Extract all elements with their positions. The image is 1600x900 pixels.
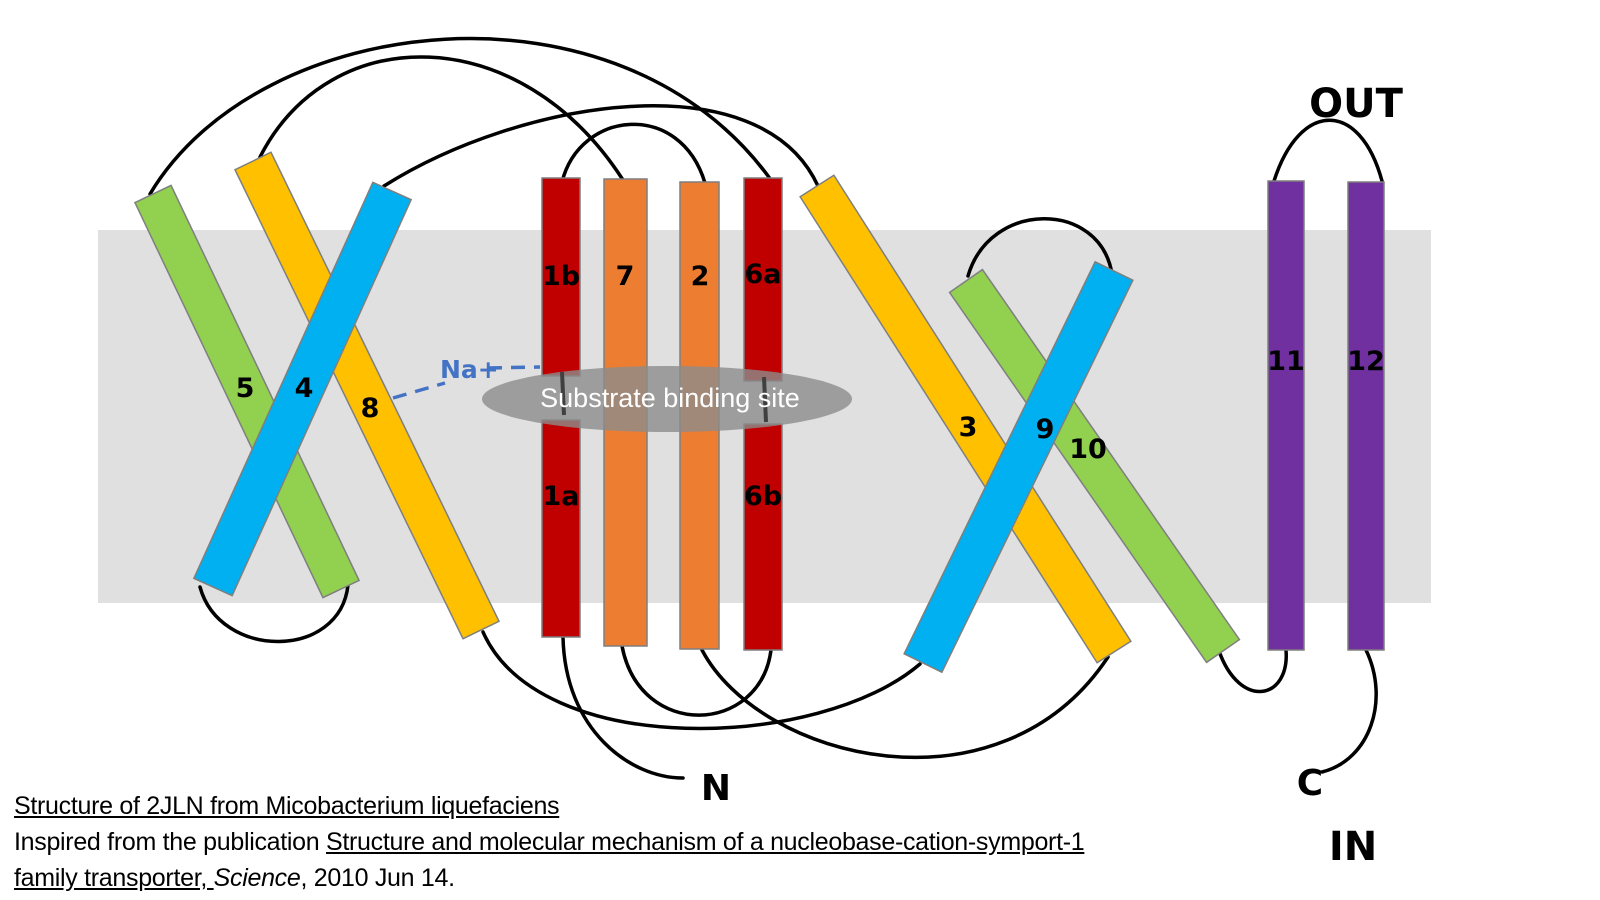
loop-1b-2 — [560, 122, 707, 185]
break-mark-1 — [560, 371, 566, 416]
out-label: OUT — [1309, 81, 1403, 127]
publication-link-cont[interactable]: family transporter, — [14, 864, 214, 892]
helix-label-1b: 1b — [542, 261, 580, 292]
publication-date: , 2010 Jun 14. — [300, 864, 455, 892]
helix-label-11: 11 — [1267, 346, 1305, 377]
helix-4 — [192, 181, 413, 597]
ion-link — [392, 365, 541, 400]
helix-6a — [743, 177, 783, 382]
helix-12 — [1347, 181, 1385, 651]
loop-8-7 — [258, 55, 625, 182]
helix-label-9: 9 — [1036, 414, 1055, 445]
structure-link[interactable]: Structure of 2JLN from Micobacterium liq… — [14, 792, 560, 820]
caption-line-2: Inspired from the publication Structure … — [14, 824, 1085, 860]
loop-11-12 — [1272, 118, 1384, 183]
loop-12-cterm — [1320, 648, 1378, 774]
journal-name: Science — [213, 864, 301, 892]
in-label: IN — [1329, 824, 1377, 870]
helix-11 — [1267, 180, 1305, 651]
helix-label-1a: 1a — [542, 481, 579, 512]
helix-8 — [234, 151, 500, 640]
loop-5-6a — [148, 36, 773, 196]
substrate-binding-site — [482, 366, 852, 432]
loop-7-6b — [620, 644, 773, 717]
publication-link[interactable]: Structure and molecular mechanism of a n… — [326, 828, 1085, 856]
loop-4-3 — [382, 104, 820, 188]
loop-8-9 — [481, 630, 922, 731]
helix-label-5: 5 — [236, 373, 255, 404]
loop-10-11 — [1217, 648, 1288, 694]
caption-prefix: Inspired from the publication — [14, 828, 327, 856]
loop-10-9 — [966, 217, 1114, 278]
loops — [148, 36, 1384, 780]
caption-line-1: Structure of 2JLN from Micobacterium liq… — [14, 788, 560, 824]
loop-2-3 — [700, 648, 1110, 759]
helix-label-6b: 6b — [744, 481, 782, 512]
helix-label-8: 8 — [361, 393, 380, 424]
helix-label-2: 2 — [691, 261, 710, 292]
helix-10 — [948, 268, 1241, 664]
helix-label-3: 3 — [959, 412, 978, 443]
helix-label-6a: 6a — [744, 259, 781, 290]
helix-6b — [743, 423, 783, 651]
loop-1a-nterm — [561, 635, 685, 780]
caption-line-3: family transporter, Science, 2010 Jun 14… — [14, 860, 455, 896]
helix-label-7: 7 — [616, 261, 635, 292]
loop-4-5 — [198, 583, 350, 644]
binding-site-label: Substrate binding site — [540, 383, 800, 413]
helices — [133, 151, 1385, 674]
helix-9 — [903, 260, 1134, 674]
helix-label-10: 10 — [1069, 434, 1107, 465]
c-terminus-label: C — [1297, 763, 1323, 804]
helix-labels: 5 8 4 1b 1a 7 2 6a 6b 3 10 9 11 12 — [236, 259, 1385, 512]
helix-label-12: 12 — [1347, 346, 1385, 377]
helix-1a — [541, 419, 581, 638]
break-mark-6 — [762, 376, 768, 423]
n-terminus-label: N — [701, 768, 731, 809]
ion-label: Na+ — [440, 355, 499, 384]
helix-label-4: 4 — [295, 373, 314, 404]
